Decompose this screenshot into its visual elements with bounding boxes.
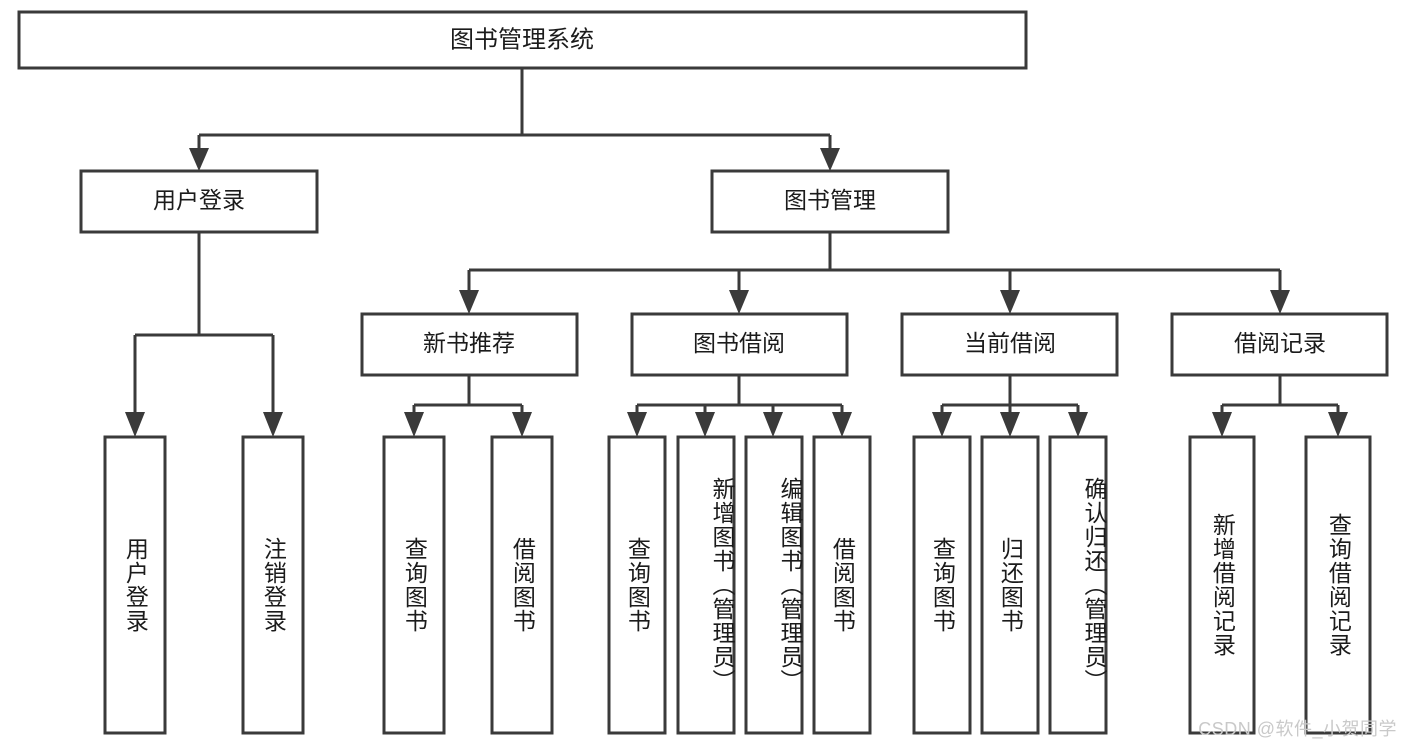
arrow-head-bookmgmt [820, 148, 840, 171]
leaf-box-current-query[interactable] [912, 435, 972, 735]
arrow-head-login [189, 148, 209, 171]
arrow-head-newbook-c2 [512, 412, 532, 437]
node-box-system-title[interactable] [17, 10, 1028, 70]
arrow-head-newbook-c1 [404, 412, 424, 437]
arrow-head-cb-c3 [1068, 412, 1088, 437]
arrow-head-bookborrow [729, 290, 749, 314]
arrow-head-bb-c1 [627, 412, 647, 437]
arrow-head-login-c2 [263, 412, 283, 437]
node-label-book-borrow: 图书借阅 [693, 330, 785, 356]
node-label-user-login: 用户登录 [153, 187, 245, 213]
arrow-head-currentborrow [1000, 290, 1020, 314]
leaf-box-current-return[interactable] [980, 435, 1040, 735]
node-box-user-login[interactable] [79, 169, 319, 234]
arrow-head-br-c2 [1328, 412, 1348, 437]
node-label-borrow-record: 借阅记录 [1234, 330, 1326, 356]
node-borrow-record[interactable]: 借阅记录 [1170, 312, 1389, 377]
leaf-box-user-login-login[interactable] [103, 435, 167, 735]
leaf-box-current-confirm[interactable] [1048, 435, 1108, 735]
leaf-box-borrow-add[interactable] [676, 435, 736, 735]
node-box-current-borrow[interactable] [900, 312, 1119, 377]
arrow-head-login-c1 [125, 412, 145, 437]
leaf-box-recommend-borrow[interactable] [490, 435, 554, 735]
node-box-book-management[interactable] [710, 169, 950, 234]
node-user-login[interactable]: 用户登录 [79, 169, 319, 234]
node-box-book-borrow[interactable] [630, 312, 849, 377]
leaf-box-borrow-lend[interactable] [812, 435, 872, 735]
node-label-book-management: 图书管理 [784, 187, 876, 213]
node-new-book-recommend[interactable]: 新书推荐 [360, 312, 579, 377]
node-current-borrow[interactable]: 当前借阅 [900, 312, 1119, 377]
node-label-system-title: 图书管理系统 [450, 26, 594, 53]
arrow-head-cb-c1 [932, 412, 952, 437]
arrow-head-borrowrecord [1270, 290, 1290, 314]
leaf-box-user-login-logout[interactable] [241, 435, 305, 735]
node-book-borrow[interactable]: 图书借阅 [630, 312, 849, 377]
leaf-box-record-add[interactable] [1188, 435, 1256, 735]
node-box-new-book-recommend[interactable] [360, 312, 579, 377]
node-label-new-book-recommend: 新书推荐 [423, 330, 515, 356]
arrow-head-cb-c2 [1000, 412, 1020, 437]
connector-group [125, 68, 1348, 437]
arrow-head-bb-c4 [832, 412, 852, 437]
csdn-watermark: CSDN @软件_小贺同学 [1198, 719, 1397, 739]
node-book-management[interactable]: 图书管理 [710, 169, 950, 234]
arrow-head-br-c1 [1212, 412, 1232, 437]
leaf-box-borrow-query[interactable] [607, 435, 667, 735]
arrow-head-newbook [459, 290, 479, 314]
node-label-current-borrow: 当前借阅 [964, 330, 1056, 356]
leaf-box-borrow-edit[interactable] [744, 435, 804, 735]
leaf-box-recommend-query[interactable] [382, 435, 446, 735]
leaf-box-record-query[interactable] [1304, 435, 1372, 735]
node-system-title[interactable]: 图书管理系统 [17, 10, 1028, 70]
node-box-borrow-record[interactable] [1170, 312, 1389, 377]
arrow-head-bb-c2 [695, 412, 715, 437]
arrow-head-bb-c3 [763, 412, 783, 437]
